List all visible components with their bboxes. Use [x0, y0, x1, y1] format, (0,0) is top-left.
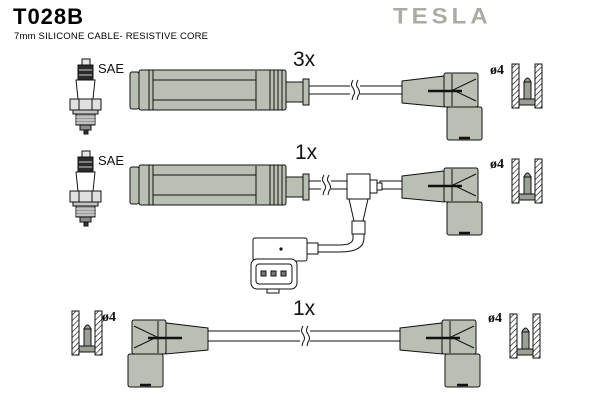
cable-row-2: SAE 1x ø4 — [69, 141, 543, 294]
diameter-label: ø4 — [490, 157, 504, 172]
angled-boot-connector — [400, 166, 484, 237]
diameter-label-left: ø4 — [102, 310, 116, 325]
quantity-label: 1x — [293, 297, 316, 320]
terminal-cross-section-icon — [511, 63, 543, 109]
terminal-cross-section-icon — [71, 310, 103, 356]
terminal-cross-section-icon — [509, 313, 541, 359]
angled-boot-connector — [400, 71, 484, 142]
part-number: T028B — [13, 4, 85, 29]
spark-plug-icon — [69, 150, 102, 227]
cable-row-1: SAE 3x ø4 — [69, 48, 543, 142]
quantity-label: 3x — [293, 48, 316, 71]
diameter-label-right: ø4 — [488, 311, 502, 326]
angled-boot-connector-left — [126, 318, 210, 389]
spark-plug-icon — [69, 58, 102, 135]
cable — [379, 180, 405, 190]
cable-break-icon — [349, 79, 361, 102]
sae-label: SAE — [98, 153, 124, 168]
cable-description: 7mm SILICONE CABLE- RESISTIVE CORE — [14, 31, 209, 42]
cable-break-icon — [320, 174, 332, 197]
cable-break-icon — [299, 325, 311, 348]
diameter-label: ø4 — [490, 63, 504, 78]
sae-label: SAE — [98, 61, 124, 76]
straight-boot-connector — [129, 69, 310, 111]
angled-boot-connector-right — [398, 318, 482, 389]
straight-boot-connector — [129, 164, 310, 206]
quantity-label: 1x — [295, 141, 318, 164]
three-pin-sensor-connector — [250, 237, 319, 294]
terminal-cross-section-icon — [511, 158, 543, 204]
cable-row-3: ø4 1x ø4 — [71, 297, 541, 389]
tesla-logo: TESLA — [393, 4, 492, 29]
